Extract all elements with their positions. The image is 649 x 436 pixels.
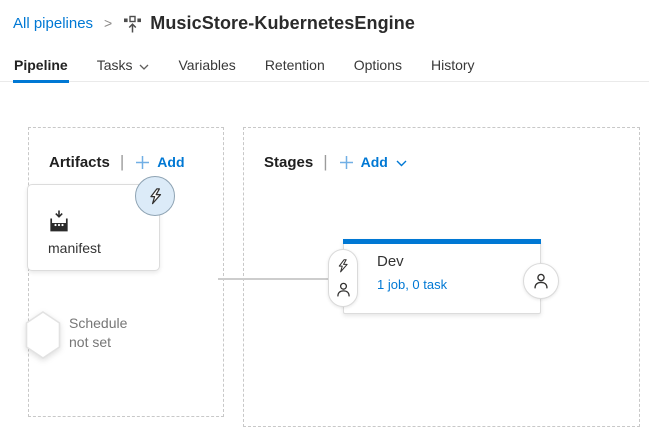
tab-options[interactable]: Options — [353, 57, 402, 73]
post-deployment-conditions-button[interactable] — [523, 263, 559, 299]
breadcrumb: All pipelines > MusicStore-KubernetesEng… — [0, 0, 649, 46]
plus-icon — [136, 156, 150, 169]
header-separator: | — [119, 152, 125, 171]
release-pipeline-icon — [124, 15, 142, 32]
header-separator: | — [323, 152, 328, 171]
pipeline-canvas: Artifacts | Add manifest — [0, 83, 649, 436]
tab-bar: Pipeline Tasks Variables Retention Optio… — [0, 52, 649, 83]
stages-heading: Stages — [264, 153, 314, 171]
stage-name: Dev — [377, 253, 404, 270]
stages-panel-header: Stages | Add — [264, 152, 407, 172]
person-icon — [534, 273, 548, 289]
lightning-bolt-icon — [149, 187, 161, 204]
schedule-trigger-button[interactable] — [25, 311, 61, 359]
pre-deployment-conditions-button[interactable] — [328, 249, 358, 307]
tab-variables[interactable]: Variables — [178, 57, 236, 73]
stage-status-bar — [343, 239, 541, 244]
tab-tasks[interactable]: Tasks — [96, 52, 151, 82]
build-drop-icon — [50, 210, 68, 232]
artifacts-panel: Artifacts | Add — [28, 127, 224, 417]
tab-pipeline[interactable]: Pipeline — [13, 52, 69, 83]
stages-panel: Stages | Add Dev 1 job, 0 task — [243, 127, 640, 427]
artifact-name: manifest — [48, 240, 101, 256]
stage-card-dev[interactable]: Dev 1 job, 0 task — [343, 239, 541, 314]
breadcrumb-all-pipelines-link[interactable]: All pipelines — [13, 14, 94, 32]
tab-history[interactable]: History — [431, 57, 475, 73]
chevron-down-icon — [140, 64, 149, 70]
continuous-deployment-trigger-button[interactable] — [135, 176, 175, 216]
lightning-bolt-icon — [338, 259, 348, 273]
tab-retention[interactable]: Retention — [264, 57, 325, 73]
stage-jobs-link[interactable]: 1 job, 0 task — [377, 277, 448, 292]
pipeline-title: MusicStore-KubernetesEngine — [150, 12, 415, 33]
chevron-down-icon — [396, 160, 407, 166]
plus-icon — [339, 156, 353, 169]
artifact-stage-connector-line — [218, 278, 330, 280]
add-artifact-button[interactable]: Add — [135, 154, 185, 170]
schedule-status-text: Schedule not set — [69, 315, 128, 350]
artifacts-panel-header: Artifacts | Add — [49, 152, 185, 172]
add-stage-button[interactable]: Add — [339, 154, 407, 170]
artifacts-heading: Artifacts — [49, 153, 110, 171]
person-icon — [336, 282, 350, 297]
breadcrumb-chevron: > — [104, 15, 113, 31]
